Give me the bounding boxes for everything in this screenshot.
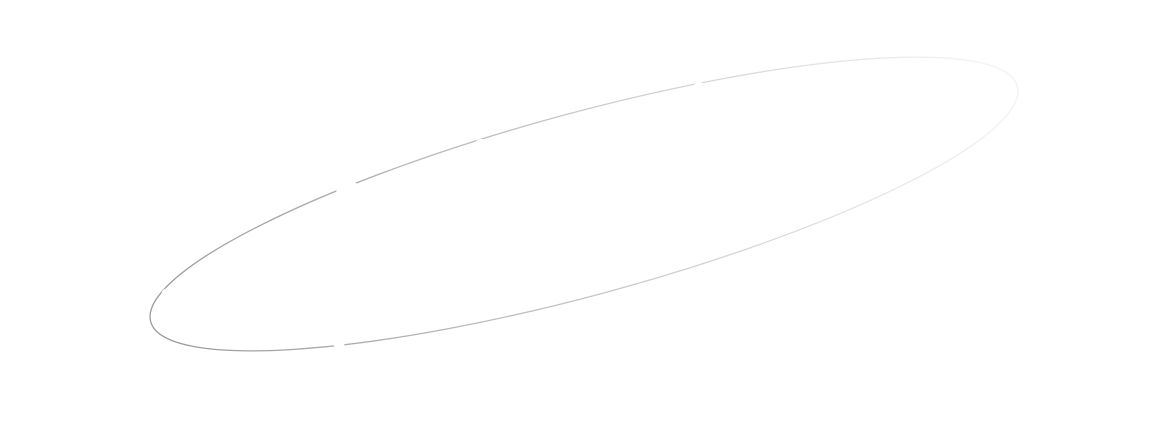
ellipse-outline [149,56,1019,352]
ellipse-gaps [161,82,770,349]
